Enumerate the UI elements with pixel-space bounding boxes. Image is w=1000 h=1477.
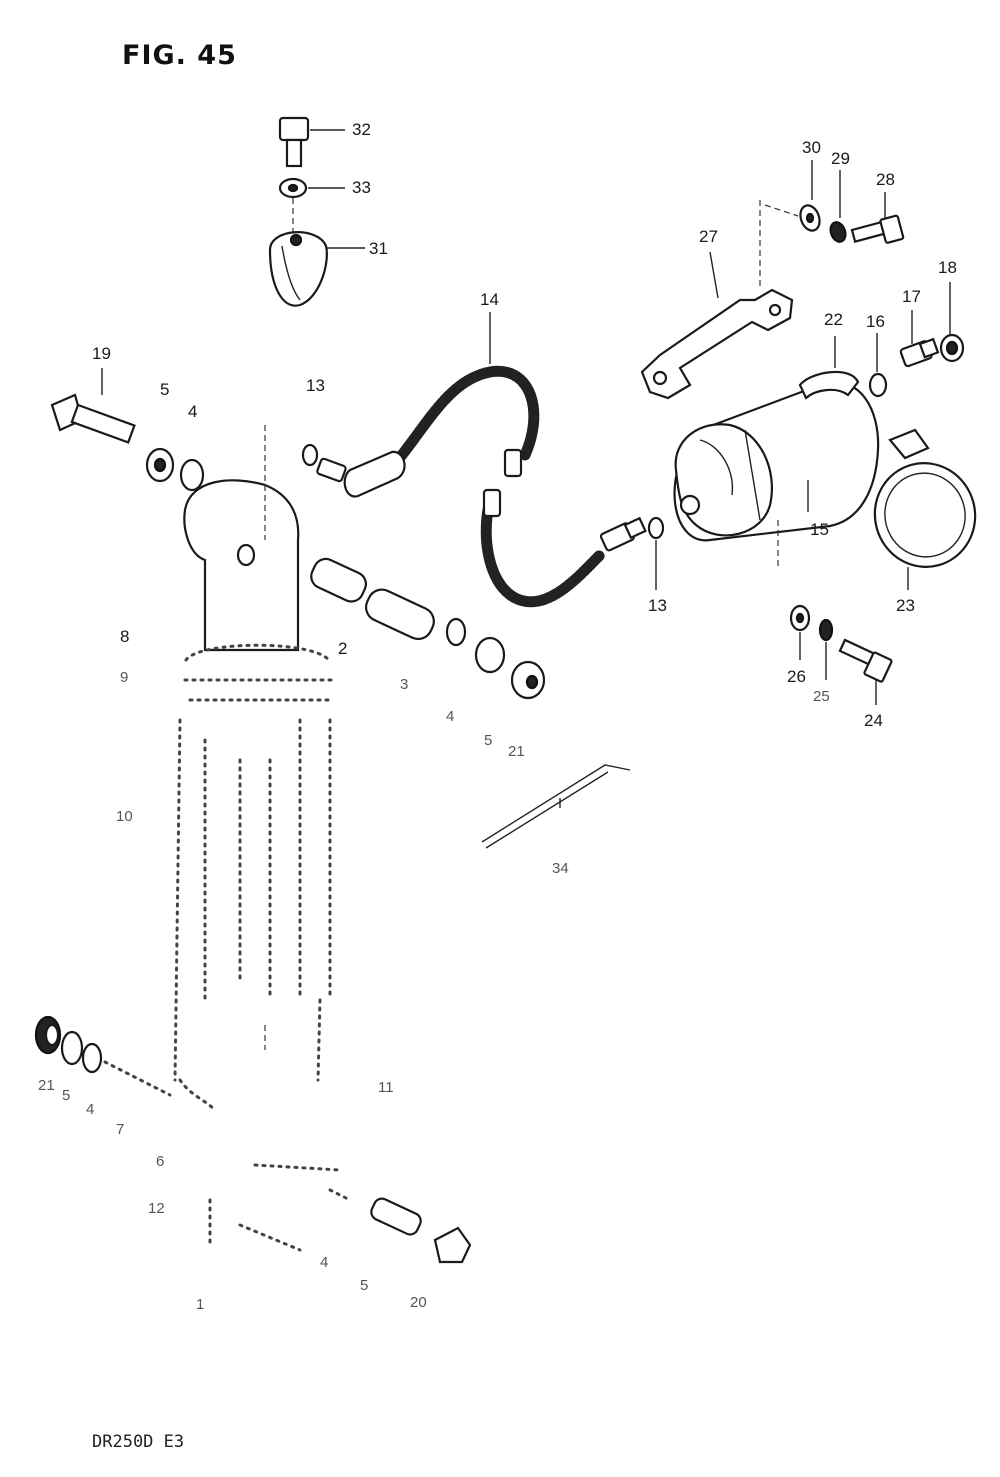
callout-14: 14 xyxy=(480,290,499,309)
part-4-bushing-upper xyxy=(179,458,205,492)
part-20-bolt xyxy=(370,1197,472,1264)
part-29-washer xyxy=(829,170,847,243)
part-33-washer xyxy=(278,177,345,232)
callout-4-bottom: 4 xyxy=(320,1254,329,1271)
figure-title: FIG. 45 xyxy=(122,40,237,71)
part-14-hose xyxy=(316,312,647,608)
callout-30: 30 xyxy=(802,138,821,157)
part-5-washer-upper xyxy=(145,447,175,483)
part-16-o-ring xyxy=(868,333,888,398)
part-25-washer xyxy=(818,618,834,680)
part-15-motor xyxy=(673,381,880,568)
part-31-clamp xyxy=(268,231,365,307)
callout-5-mid: 5 xyxy=(484,732,493,749)
callout-24: 24 xyxy=(864,711,883,730)
part-5-washer-mid xyxy=(474,636,506,674)
part-13-o-ring-upper xyxy=(301,443,319,467)
callout-20: 20 xyxy=(410,1294,427,1311)
callout-16: 16 xyxy=(866,312,885,331)
callout-33: 33 xyxy=(352,178,371,197)
callout-5-upper: 5 xyxy=(160,380,170,399)
part-4-bushing-mid xyxy=(445,617,467,647)
part-18-nut xyxy=(939,282,965,363)
part-2-collar xyxy=(310,557,367,603)
callout-31: 31 xyxy=(369,239,388,258)
part-4-bushing-lower xyxy=(81,1042,103,1074)
callout-11: 11 xyxy=(378,1079,394,1096)
part-19-bolt xyxy=(50,368,136,444)
part-7-shaft xyxy=(103,1060,172,1097)
callout-13-lower: 13 xyxy=(648,596,667,615)
part-23-clamp-ring xyxy=(873,428,977,590)
part-32-bolt xyxy=(278,116,345,168)
callout-9: 9 xyxy=(120,669,129,686)
callout-2: 2 xyxy=(338,639,348,658)
callout-13-upper: 13 xyxy=(306,376,325,395)
part-21-nut-mid xyxy=(510,660,546,700)
callout-1: 1 xyxy=(196,1296,205,1313)
part-12-pin xyxy=(208,1163,352,1252)
callout-12: 12 xyxy=(148,1200,165,1217)
part-17-fitting xyxy=(899,310,940,368)
part-27-bracket xyxy=(640,200,794,400)
shock-absorber-body xyxy=(173,425,337,1112)
callout-6: 6 xyxy=(156,1153,165,1170)
part-13-o-ring-lower xyxy=(647,516,665,590)
callout-21-mid: 21 xyxy=(508,743,525,760)
callout-23: 23 xyxy=(896,596,915,615)
part-5-washer-lower xyxy=(60,1030,84,1066)
callout-4-upper: 4 xyxy=(188,402,198,421)
callout-4-lower: 4 xyxy=(86,1101,95,1118)
part-28-bolt xyxy=(850,192,905,244)
callout-15: 15 xyxy=(810,520,829,539)
callout-21-lower: 21 xyxy=(38,1077,55,1094)
callout-18: 18 xyxy=(938,258,957,277)
part-22-band xyxy=(798,336,860,400)
callout-4-mid: 4 xyxy=(446,708,455,725)
callout-3: 3 xyxy=(400,676,409,693)
callout-27: 27 xyxy=(699,227,718,246)
part-34-rod xyxy=(481,764,631,849)
callout-17: 17 xyxy=(902,287,921,306)
callout-29: 29 xyxy=(831,149,850,168)
callout-28: 28 xyxy=(876,170,895,189)
callout-22: 22 xyxy=(824,310,843,329)
part-24-bolt xyxy=(838,638,893,705)
callout-5-bottom: 5 xyxy=(360,1277,369,1294)
callout-19: 19 xyxy=(92,344,111,363)
callout-26: 26 xyxy=(787,667,806,686)
callout-7: 7 xyxy=(116,1121,125,1138)
callout-25: 25 xyxy=(813,688,830,705)
callout-32: 32 xyxy=(352,120,371,139)
callout-8: 8 xyxy=(120,627,130,646)
part-3-spacer xyxy=(364,588,435,641)
part-26-washer xyxy=(789,604,811,660)
callout-5-lower: 5 xyxy=(62,1087,71,1104)
model-code-footer: DR250D E3 xyxy=(92,1432,185,1452)
part-21-nut-lower xyxy=(34,1015,62,1055)
part-30-washer xyxy=(764,160,821,232)
callout-34: 34 xyxy=(552,860,569,877)
callout-10: 10 xyxy=(116,808,133,825)
